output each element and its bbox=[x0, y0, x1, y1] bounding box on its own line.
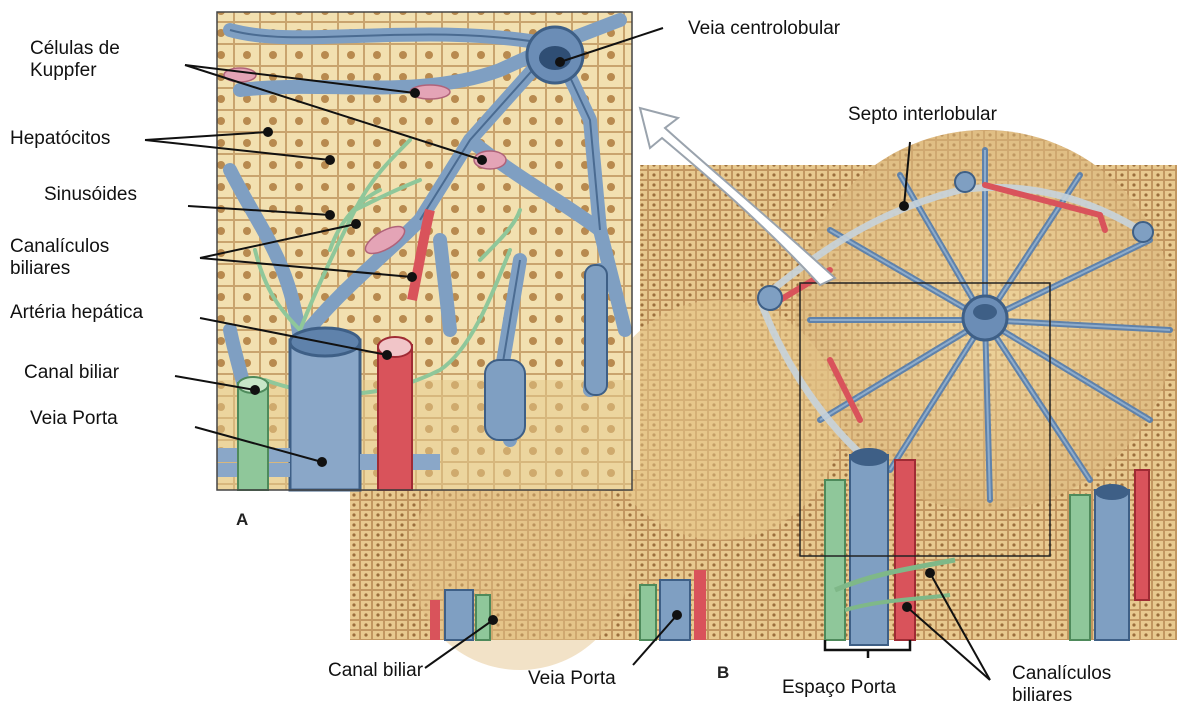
label-canaliculos-a-line2: biliares bbox=[10, 258, 70, 280]
label-hepatocitos: Hepatócitos bbox=[10, 128, 110, 150]
central-vein-b bbox=[963, 296, 1007, 340]
panel-a-inset bbox=[217, 12, 632, 490]
label-sinusoides: Sinusóides bbox=[44, 184, 137, 206]
label-canal-biliar-a: Canal biliar bbox=[24, 362, 119, 384]
panel-b-letter: B bbox=[717, 663, 729, 683]
panel-a-letter: A bbox=[236, 510, 248, 530]
label-arteria-hepatica: Artéria hepática bbox=[10, 302, 143, 324]
label-canaliculos-b-line2: biliares bbox=[1012, 685, 1072, 707]
central-vein-a bbox=[527, 27, 583, 83]
label-espaco-porta: Espaço Porta bbox=[782, 677, 896, 699]
label-kupffer-line2: Kuppfer bbox=[30, 60, 97, 82]
label-veia-porta-a: Veia Porta bbox=[30, 408, 118, 430]
label-veia-centrolobular: Veia centrolobular bbox=[688, 18, 840, 40]
label-canaliculos-b-line1: Canalículos bbox=[1012, 663, 1111, 685]
label-septo-interlobular: Septo interlobular bbox=[848, 104, 997, 126]
label-canal-biliar-b: Canal biliar bbox=[328, 660, 423, 682]
label-canaliculos-a-line1: Canalículos bbox=[10, 236, 109, 258]
label-kupffer-line1: Células de bbox=[30, 38, 120, 60]
label-veia-porta-b: Veia Porta bbox=[528, 668, 616, 690]
